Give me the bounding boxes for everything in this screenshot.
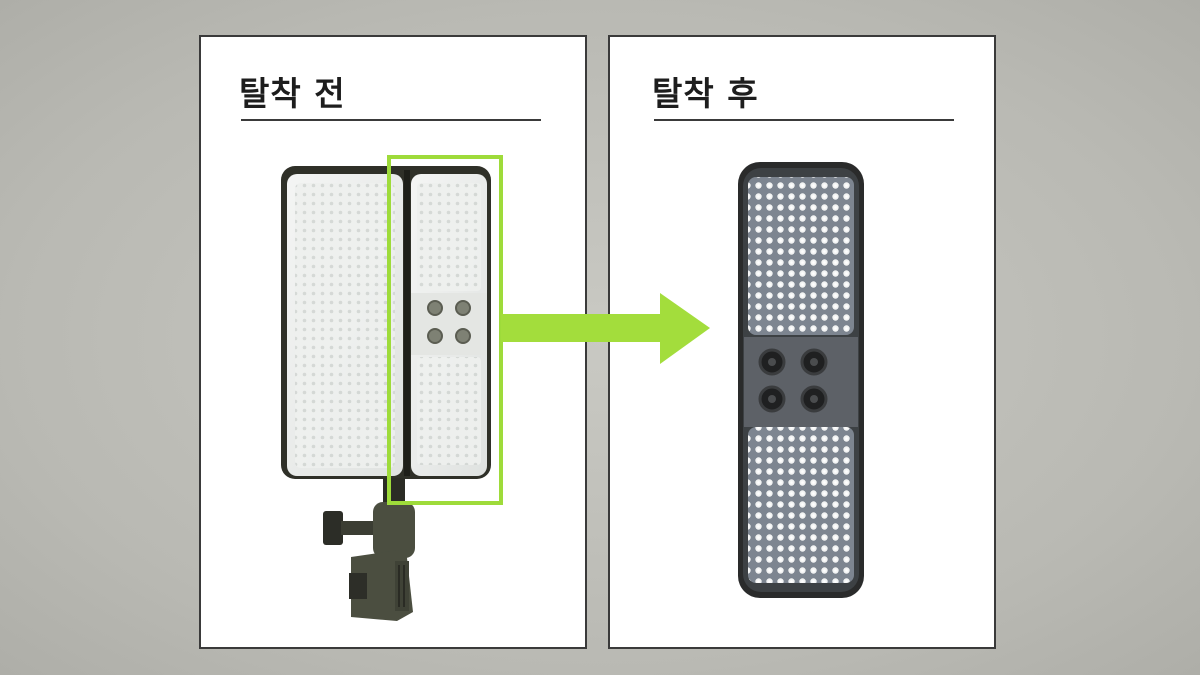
detached-light-panel <box>738 162 864 598</box>
after-detach-card: 탈착 후 <box>608 35 996 649</box>
title-divider <box>654 119 954 121</box>
before-detach-illustration <box>281 155 503 621</box>
detachable-light-panel <box>411 174 487 476</box>
before-detach-card: 탈착 전 <box>199 35 587 649</box>
title-divider <box>241 119 541 121</box>
before-detach-title: 탈착 전 <box>239 74 346 113</box>
after-detach-title: 탈착 후 <box>652 74 759 113</box>
clamp-mount <box>323 478 415 621</box>
after-detach-illustration <box>738 162 864 598</box>
large-light-panel <box>287 174 403 476</box>
